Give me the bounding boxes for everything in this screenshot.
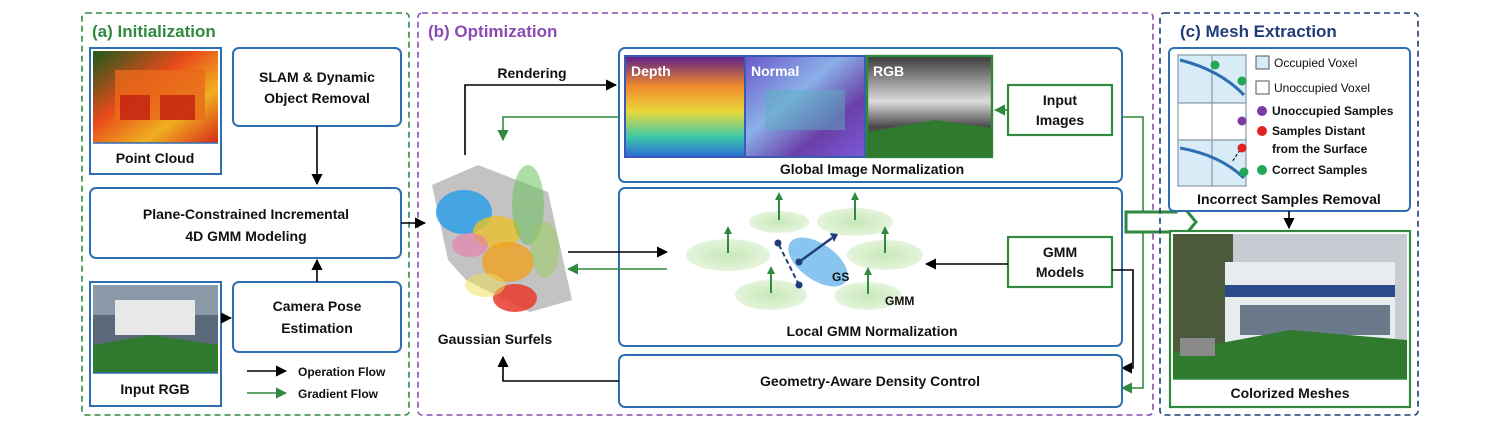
mesh-extraction-section [1159,12,1419,416]
rendering-label: Rendering [497,65,566,81]
depth-map [624,55,746,158]
slam-label-line1: SLAM & Dynamic [259,69,375,85]
arrow-input-images-to-density [1120,116,1144,394]
gradient-arrow-global-to-surfels [497,116,619,142]
correct-samples-label: Correct Samples [1272,163,1368,177]
unoccupied-samples-label: Unoccupied Samples [1272,104,1394,118]
input-rgb-label: Input RGB [120,381,189,397]
normal-map [744,55,866,158]
arrow-rendering [464,79,618,155]
colorized-meshes-label: Colorized Meshes [1230,385,1349,401]
unoccupied-samples-marker [1257,106,1267,116]
rgb-render [865,54,994,159]
correct-samples-marker [1257,165,1267,175]
initialization-title: (a) Initialization [92,22,216,41]
gmm-label: GMM [885,294,914,308]
local-normalization-label: Local GMM Normalization [786,323,957,339]
unoccupied-voxel-swatch [1255,80,1270,95]
legend-operation-label: Operation Flow [298,365,386,379]
correct-sample-dot-2 [1237,76,1247,86]
distant-samples-label-line2: from the Surface [1272,142,1368,156]
correct-sample-dot-1 [1210,60,1220,70]
gmm-illustration [686,192,923,310]
legend-gradient-label: Gradient Flow [298,387,379,401]
distant-samples-label-line1: Samples Distant [1272,124,1365,138]
input-images-box [1006,83,1114,137]
initialization-section [81,12,410,416]
occupied-voxel-swatch [1255,55,1270,70]
point-cloud-image [93,51,218,144]
voxel-grid [1177,54,1247,187]
gaussian-surfels-label: Gaussian Surfels [438,331,553,347]
slam-label-line2: Object Removal [264,90,370,106]
camera-pose-label-line2: Estimation [281,320,353,336]
arrow-gmm-models-to-density [1112,269,1134,374]
gs-label: GS [832,270,849,284]
input-images-label-line1: Input [1043,92,1078,108]
gmm-models-label-line2: Models [1036,264,1084,280]
arrow-density-to-surfels [497,355,619,382]
rgb-label: RGB [873,63,904,79]
gmm-models-label-line1: GMM [1043,244,1077,260]
gmm-models-box [1006,235,1114,289]
global-normalization-label: Global Image Normalization [780,161,964,177]
plane-constrained-box [89,187,402,259]
correct-sample-dot-3 [1239,167,1249,177]
distant-sample-dot [1237,143,1247,153]
incorrect-samples-removal-label: Incorrect Samples Removal [1197,191,1381,207]
depth-label: Depth [631,63,671,79]
colorized-meshes-image [1173,234,1407,380]
camera-pose-box [232,281,402,353]
unoccupied-voxel-label: Unoccupied Voxel [1274,81,1370,95]
gaussian-surfels-image [432,165,572,312]
point-cloud-label: Point Cloud [116,150,195,166]
distant-samples-marker [1257,126,1267,136]
input-rgb-image [93,285,218,374]
plane-constrained-label-line2: 4D GMM Modeling [185,228,306,244]
camera-pose-label-line1: Camera Pose [273,298,362,314]
input-images-label-line2: Images [1036,112,1084,128]
unoccupied-sample-dot [1237,116,1247,126]
mesh-extraction-title: (c) Mesh Extraction [1180,22,1337,41]
slam-box [232,47,402,127]
normal-label: Normal [751,63,799,79]
plane-constrained-label-line1: Plane-Constrained Incremental [143,206,349,222]
optimization-title: (b) Optimization [428,22,557,41]
density-control-label: Geometry-Aware Density Control [760,373,980,389]
occupied-voxel-label: Occupied Voxel [1274,56,1357,70]
